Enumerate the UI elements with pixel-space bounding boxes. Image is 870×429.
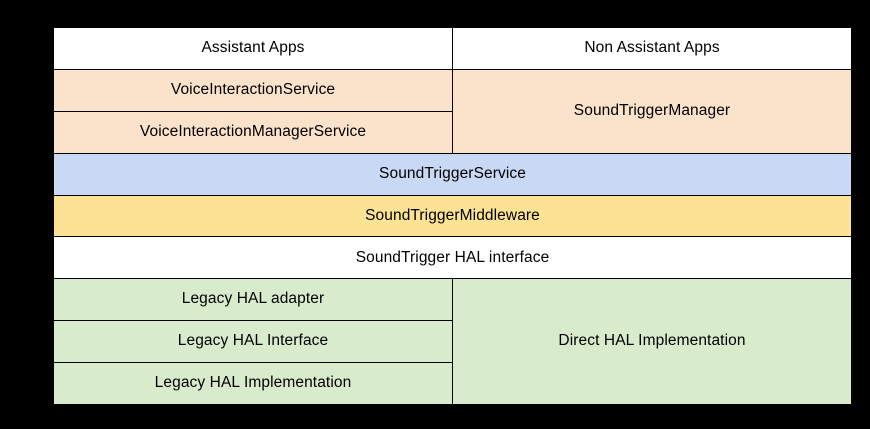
- table-row: Legacy HAL adapter Direct HAL Implementa…: [53, 278, 852, 406]
- cell-soundtrigger-manager: SoundTriggerManager: [452, 68, 852, 154]
- architecture-layer-table: Assistant Apps Non Assistant Apps VoiceI…: [53, 27, 852, 406]
- cell-assistant-apps: Assistant Apps: [53, 27, 453, 70]
- cell-legacy-hal-interface: Legacy HAL Interface: [53, 320, 453, 364]
- table-row: Assistant Apps Non Assistant Apps: [53, 27, 852, 70]
- table-row: VoiceInteractionManagerService: [53, 110, 852, 154]
- cell-legacy-hal-adapter: Legacy HAL adapter: [53, 278, 453, 322]
- cell-soundtrigger-middleware: SoundTriggerMiddleware: [53, 194, 852, 238]
- cell-soundtrigger-service: SoundTriggerService: [53, 152, 852, 196]
- cell-non-assistant-apps: Non Assistant Apps: [452, 27, 852, 70]
- cell-direct-hal-implementation: Direct HAL Implementation: [452, 278, 852, 406]
- table-row: VoiceInteractionService SoundTriggerMana…: [53, 68, 852, 154]
- table-row: SoundTrigger HAL interface: [53, 236, 852, 280]
- cell-voice-interaction-manager-service: VoiceInteractionManagerService: [53, 110, 453, 154]
- cell-soundtrigger-hal-interface: SoundTrigger HAL interface: [53, 236, 852, 280]
- table-row: Legacy HAL Interface: [53, 320, 852, 364]
- cell-legacy-hal-implementation: Legacy HAL Implementation: [53, 362, 453, 406]
- cell-voice-interaction-service: VoiceInteractionService: [53, 68, 453, 112]
- table-row: SoundTriggerMiddleware: [53, 194, 852, 238]
- architecture-diagram: Assistant Apps Non Assistant Apps VoiceI…: [53, 27, 852, 406]
- table-row: SoundTriggerService: [53, 152, 852, 196]
- table-row: Legacy HAL Implementation: [53, 362, 852, 406]
